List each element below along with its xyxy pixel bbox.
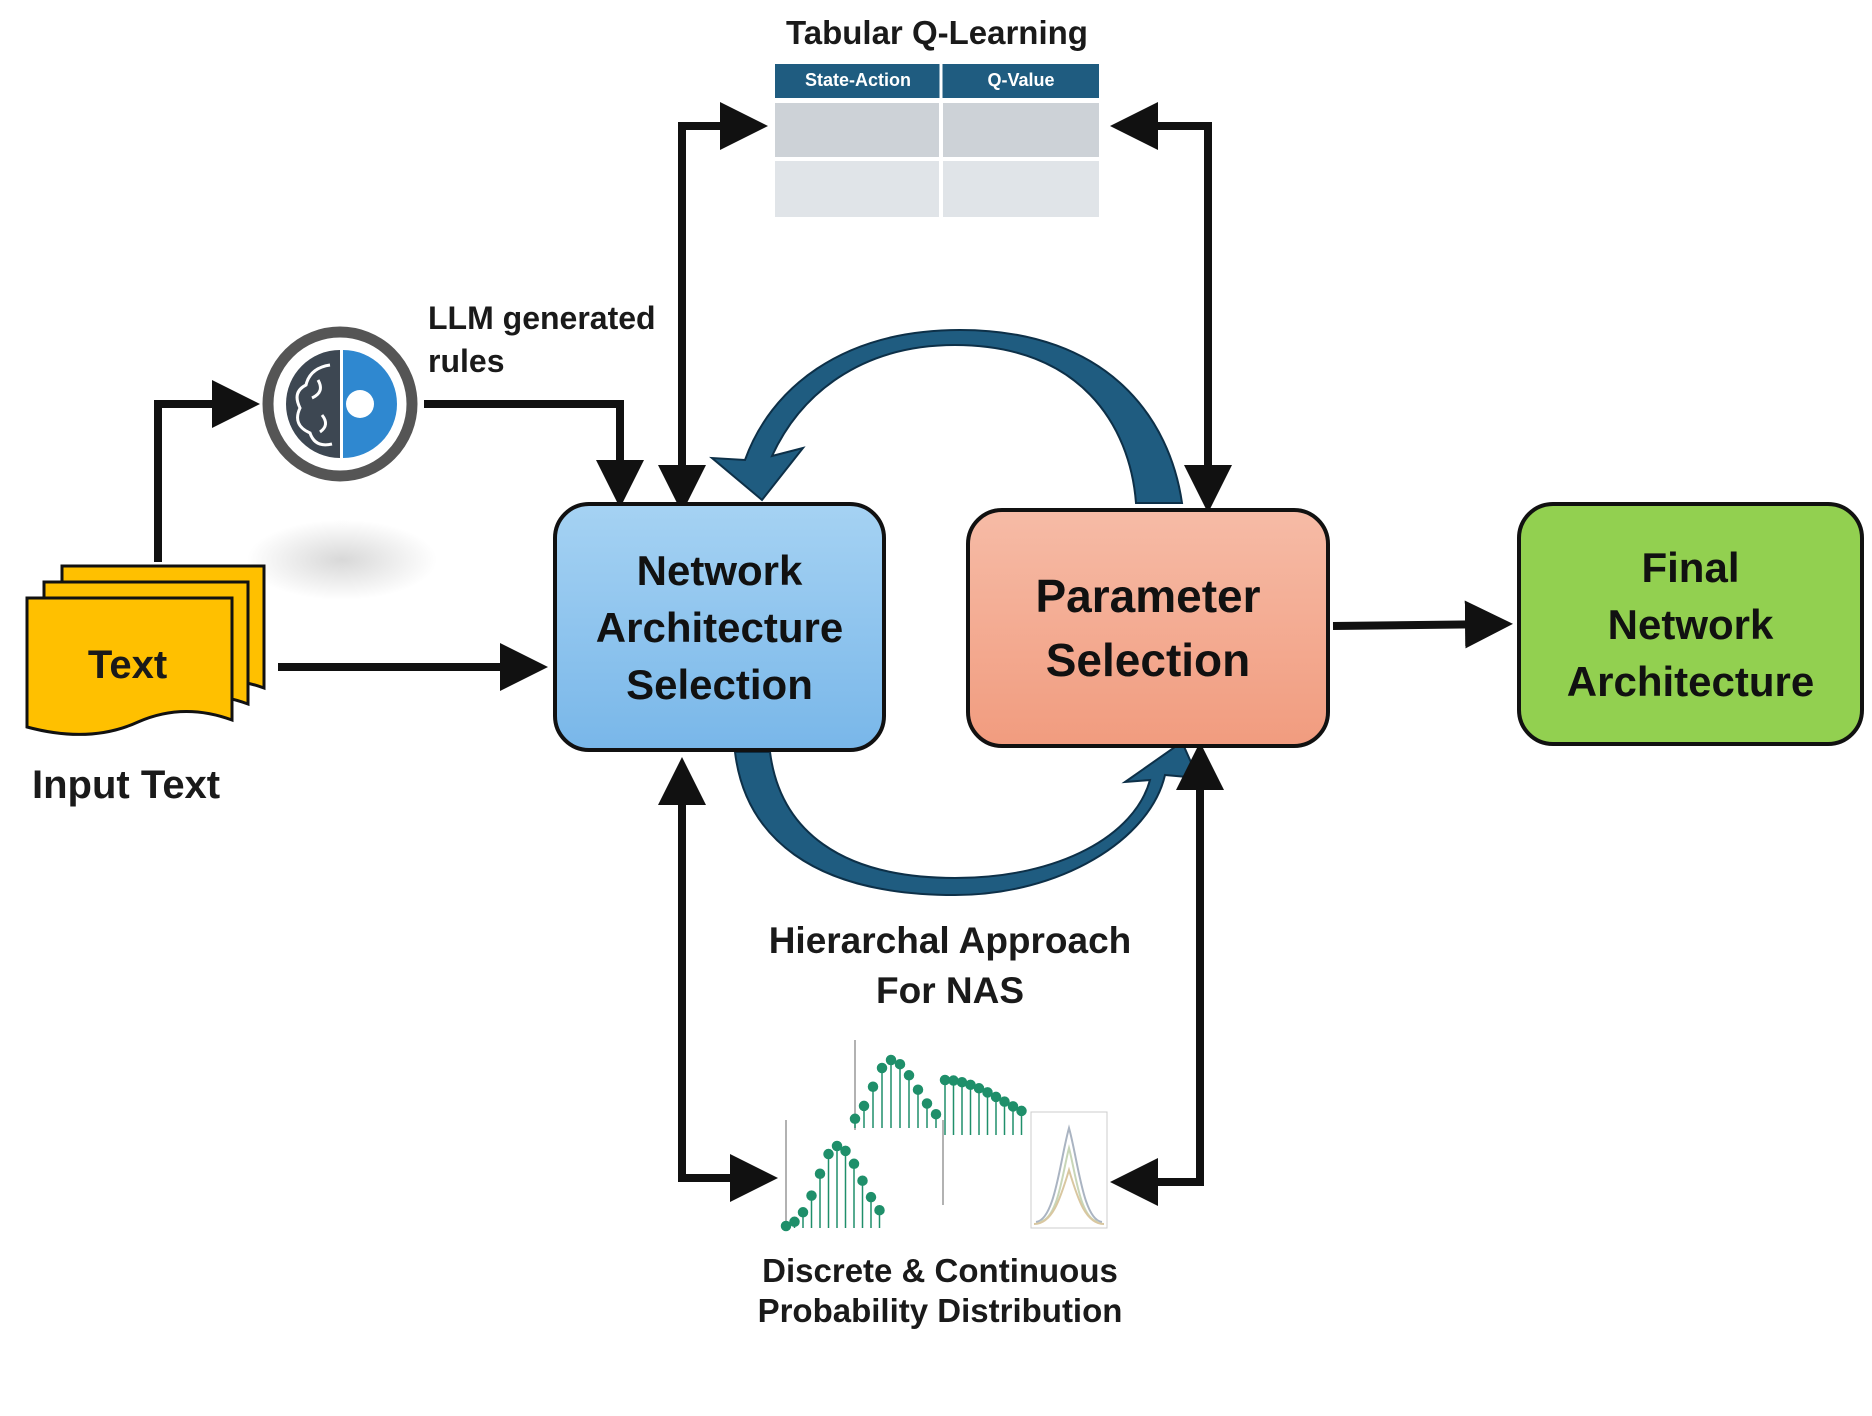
cycle-label-line1: Hierarchal Approach: [768, 920, 1132, 961]
distribution-point: [956, 1076, 968, 1088]
document-stack-icon: [25, 564, 266, 736]
llm-label-line2: rules: [428, 343, 505, 379]
nas-line1: Network: [636, 546, 803, 594]
distribution-point: [874, 1204, 885, 1216]
param-line2: Selection: [1045, 634, 1251, 686]
distribution-point: [939, 1074, 951, 1086]
distribution-point: [780, 1220, 792, 1232]
parameter-selection-box: Parameter Selection: [966, 508, 1330, 748]
arrow-nas-to-qtable: [678, 102, 768, 480]
distribution-point: [1007, 1101, 1019, 1112]
dist-label-line2: Probability Distribution: [757, 1292, 1123, 1329]
input-text-caption: Input Text: [32, 763, 221, 807]
distribution-point: [823, 1148, 834, 1160]
distribution-point: [948, 1075, 959, 1086]
distribution-point: [982, 1087, 993, 1098]
distribution-point: [806, 1190, 817, 1201]
arrow-param-to-final: [1332, 600, 1513, 649]
distribution-point: [797, 1207, 809, 1218]
distribution-point: [849, 1113, 861, 1125]
distribution-point: [789, 1216, 800, 1228]
distribution-point: [903, 1070, 915, 1081]
distribution-point: [930, 1108, 942, 1120]
distribution-point: [840, 1145, 851, 1157]
llm-label-line1: LLM generated: [428, 300, 656, 336]
distribution-point: [894, 1058, 906, 1070]
qtable-col-state-action: State-Action: [804, 70, 911, 90]
distribution-point: [876, 1062, 888, 1074]
qtable-col-q-value: Q-Value: [987, 70, 1055, 90]
nas-line3: Selection: [626, 660, 813, 708]
qtable-title: Tabular Q-Learning: [786, 14, 1088, 51]
connector-arrows: [154, 102, 1513, 1206]
distribution-plots: [780, 1040, 1027, 1232]
distribution-point: [831, 1140, 843, 1152]
param-line1: Parameter: [1035, 570, 1261, 622]
icon-shadow: [247, 520, 437, 600]
final-line1: Final: [1641, 543, 1740, 591]
distribution-point: [885, 1054, 897, 1066]
distribution-point: [973, 1083, 985, 1094]
dist-label-line1: Discrete & Continuous: [762, 1252, 1118, 1289]
arrow-input-to-llm: [154, 380, 260, 562]
cycle-label-line2: For NAS: [876, 970, 1024, 1011]
distribution-point: [990, 1091, 1002, 1103]
distribution-point: [848, 1158, 860, 1170]
brain-gear-icon: [262, 326, 418, 482]
distribution-point: [965, 1079, 976, 1091]
distribution-point: [858, 1100, 870, 1112]
final-line2: Network: [1607, 600, 1774, 648]
nas-selection-box: Network Architecture Selection: [553, 502, 886, 752]
nas-line2: Architecture: [595, 603, 844, 651]
distribution-point: [865, 1191, 877, 1203]
distribution-point: [867, 1081, 879, 1093]
arrow-nas-to-dist: [678, 1100, 778, 1202]
distribution-point: [921, 1098, 933, 1109]
final-architecture-box: Final Network Architecture: [1517, 502, 1864, 746]
arrow-param-to-qtable: [1110, 102, 1212, 480]
document-text: Text: [87, 643, 168, 687]
distribution-point: [857, 1175, 868, 1186]
distribution-point: [999, 1096, 1010, 1107]
arrow-param-to-dist: [1110, 1100, 1204, 1206]
distribution-point: [1016, 1105, 1027, 1117]
final-line3: Architecture: [1566, 657, 1815, 705]
continuous-distribution-plot: [1030, 1111, 1108, 1229]
distribution-point: [912, 1084, 924, 1095]
arrow-llm-to-nas: [424, 400, 644, 508]
q-table: [775, 64, 1099, 217]
distribution-point: [814, 1168, 826, 1180]
